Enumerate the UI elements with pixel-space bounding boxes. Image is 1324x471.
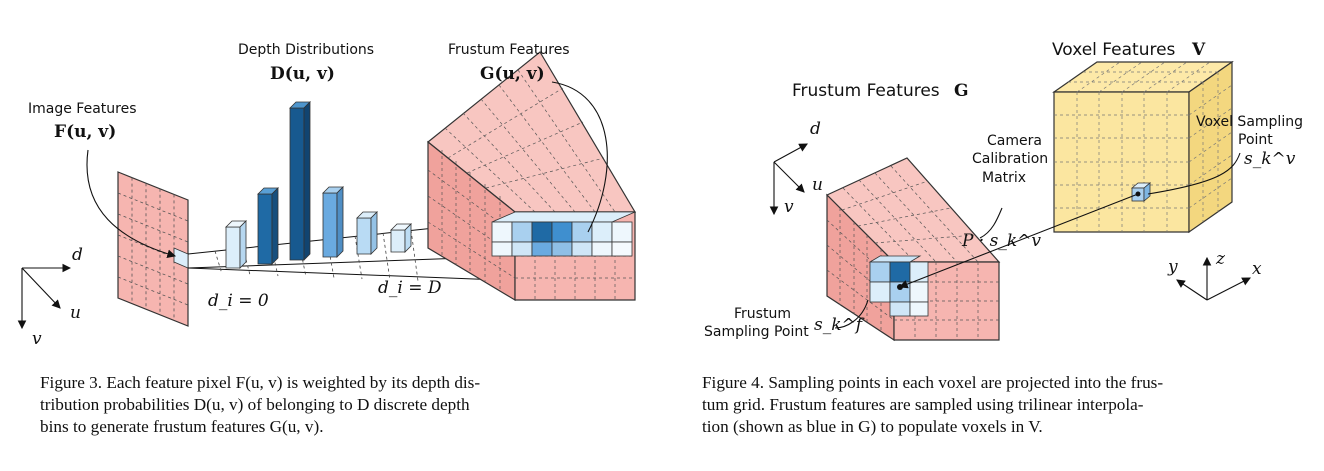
d-axis-label: d bbox=[72, 245, 83, 265]
projection-line bbox=[834, 152, 1241, 329]
depth-distribution-bars bbox=[225, 101, 412, 269]
voxel-features-title: Voxel Features bbox=[1052, 40, 1176, 60]
frustum-features-math: G bbox=[954, 81, 969, 101]
voxel-features-math: V bbox=[1191, 40, 1206, 60]
d-i-D-label: d_i = D bbox=[378, 278, 442, 298]
frustum-volume-g bbox=[825, 157, 1001, 342]
projection-math: P · s_k^v bbox=[961, 231, 1041, 251]
voxel-volume-v bbox=[1052, 60, 1234, 234]
x-axis-label: x bbox=[1252, 259, 1262, 279]
camera-calibration-label-2: Calibration bbox=[972, 151, 1048, 167]
xyz-axes bbox=[1176, 256, 1251, 301]
depth-bar bbox=[289, 101, 311, 261]
depth-bar bbox=[390, 223, 412, 253]
u-axis-label: u bbox=[812, 175, 823, 195]
callout-curves bbox=[86, 81, 608, 259]
frustum-features-math: G(u, v) bbox=[480, 64, 545, 84]
caption-line: tum grid. Frustum features are sampled u… bbox=[702, 395, 1144, 414]
caption-line: Figure 4. Sampling points in each voxel … bbox=[702, 373, 1164, 392]
figure-4: Frustum Features G Voxel Features V Came… bbox=[662, 0, 1324, 471]
depth-distributions-label: Depth Distributions bbox=[238, 42, 374, 58]
voxel-sampling-label-1: Voxel Sampling bbox=[1196, 114, 1303, 130]
figure-3: Image Features F(u, v) Depth Distributio… bbox=[17, 42, 637, 438]
frustum-volume bbox=[427, 51, 637, 302]
figure-4-diagram: Frustum Features G Voxel Features V Came… bbox=[704, 40, 1303, 342]
image-features-math: F(u, v) bbox=[54, 122, 116, 142]
camera-calibration-label-1: Camera bbox=[987, 133, 1042, 149]
uvd-axes bbox=[17, 263, 72, 330]
camera-calibration-label-3: Matrix bbox=[982, 170, 1026, 186]
z-axis-label: z bbox=[1215, 249, 1226, 269]
figure-3-caption: Figure 3. Each feature pixel F(u, v) is … bbox=[40, 372, 625, 438]
caption-line: tribution probabilities D(u, v) of belon… bbox=[40, 395, 470, 414]
frustum-features-label: Frustum Features bbox=[448, 42, 570, 58]
v-axis-label: v bbox=[784, 197, 794, 217]
figure-3-diagram: Image Features F(u, v) Depth Distributio… bbox=[17, 42, 637, 349]
voxel-sampling-math: s_k^v bbox=[1244, 149, 1296, 169]
v-axis-label: v bbox=[32, 329, 42, 349]
caption-line: Figure 3. Each feature pixel F(u, v) is … bbox=[40, 373, 481, 392]
voxel-sampling-point bbox=[1135, 191, 1141, 197]
caption-line: tion (shown as blue in G) to populate vo… bbox=[702, 417, 1043, 436]
frustum-sampling-point bbox=[897, 284, 903, 290]
frustum-features-title: Frustum Features bbox=[792, 81, 940, 101]
depth-bar bbox=[225, 220, 247, 269]
image-features-label: Image Features bbox=[28, 101, 137, 117]
depth-bar bbox=[356, 211, 378, 255]
frustum-feature-row bbox=[491, 211, 636, 257]
voxel-sampling-label-2: Point bbox=[1238, 132, 1273, 148]
depth-bar bbox=[257, 187, 279, 265]
y-axis-label: y bbox=[1167, 257, 1178, 277]
frustum-sampling-label-2: Sampling Point bbox=[704, 324, 809, 340]
depth-bar bbox=[322, 186, 344, 258]
depth-distributions-math: D(u, v) bbox=[270, 64, 335, 84]
d-i-zero-label: d_i = 0 bbox=[208, 291, 269, 311]
caption-line: bins to generate frustum features G(u, v… bbox=[40, 417, 324, 436]
figure-4-caption: Figure 4. Sampling points in each voxel … bbox=[702, 372, 1287, 438]
voxel-sampling-cube bbox=[1130, 182, 1152, 202]
frustum-sampling-math: s_k^f bbox=[814, 315, 865, 335]
d-axis-label: d bbox=[810, 119, 821, 139]
u-axis-label: u bbox=[70, 303, 81, 323]
frustum-sampling-label-1: Frustum bbox=[734, 306, 791, 322]
uvd-axes bbox=[769, 143, 808, 216]
